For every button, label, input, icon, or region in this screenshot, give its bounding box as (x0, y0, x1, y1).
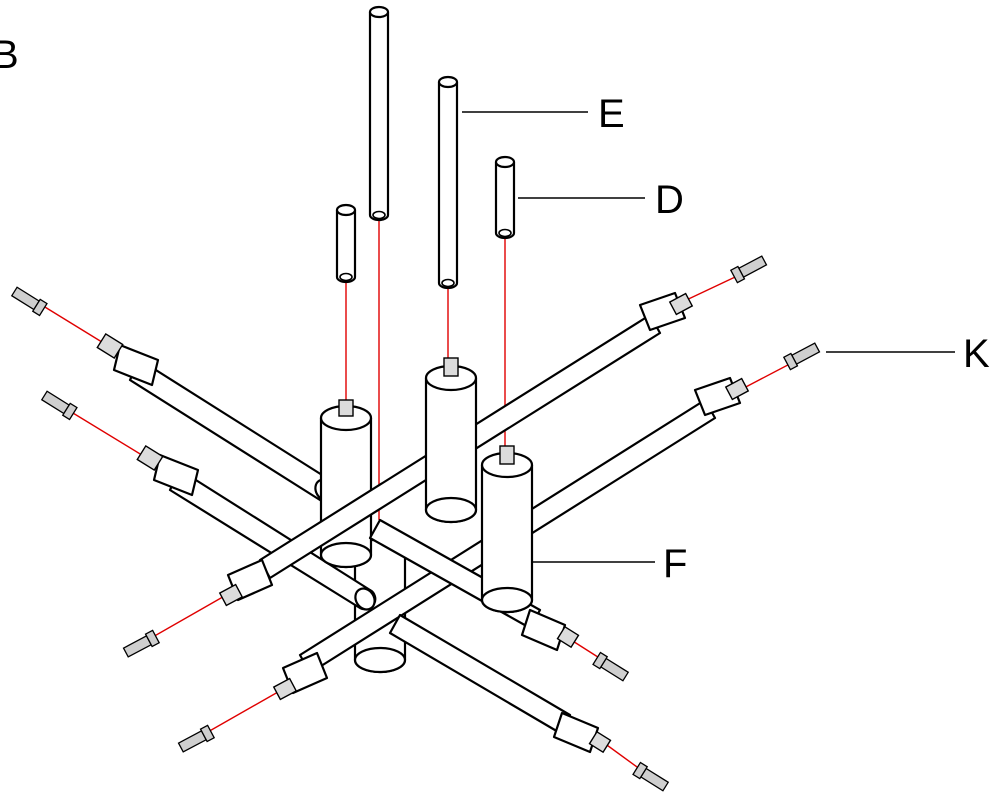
guide-screw-mid-left (67, 409, 151, 461)
label-e: E (598, 92, 625, 136)
vertical-rod-d (494, 155, 516, 240)
guide-screw-upper-left (39, 303, 111, 348)
label-d: D (655, 178, 684, 222)
arm-mid-left (136, 444, 377, 611)
set-screw-bottom-left (177, 724, 216, 753)
section-label: B (0, 33, 19, 77)
set-screw-mid-left (40, 390, 78, 421)
vertical-rod-short-left (335, 203, 357, 284)
part-callouts: E D K F (462, 92, 990, 586)
arm-lower-right-b (388, 613, 612, 754)
vertical-rod-e (437, 75, 459, 290)
set-screws (10, 255, 821, 792)
set-screw-upper-left (10, 286, 48, 317)
set-screw-bottom-right (632, 761, 670, 792)
set-screw-lower-left (122, 629, 161, 658)
label-k: K (963, 332, 990, 376)
set-screw-k (782, 342, 821, 371)
set-screw-lower-right (592, 651, 630, 682)
arm-upper-left (96, 332, 338, 503)
vertical-rod-long-left (368, 5, 390, 222)
set-screw-upper-right (729, 255, 768, 284)
assembly-guide-lines (39, 220, 806, 776)
front-right-cylinder-f (480, 445, 534, 614)
back-center-cylinder (424, 357, 478, 524)
label-f: F (663, 542, 687, 586)
